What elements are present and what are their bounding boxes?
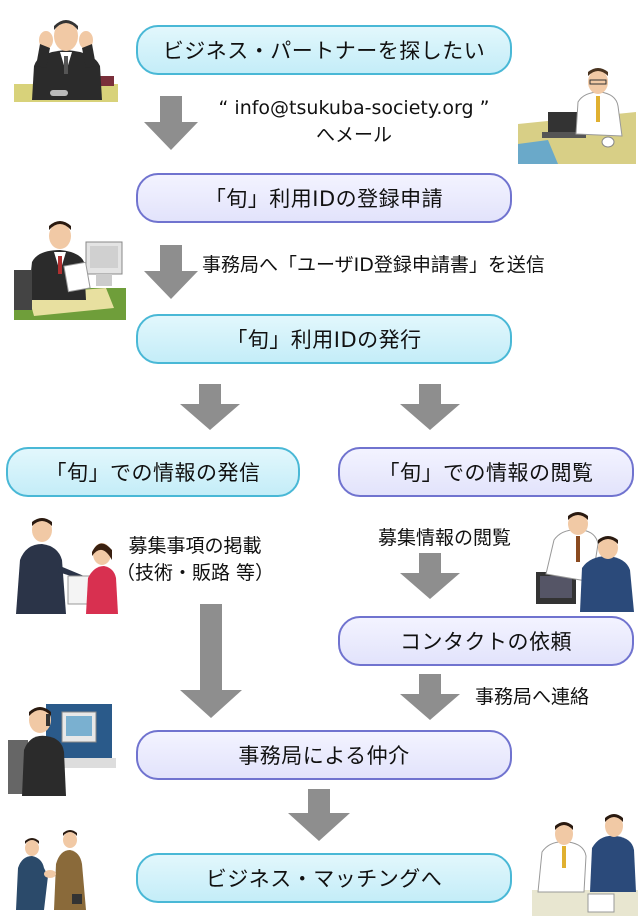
email-note: “ info@tsukuba-society.org ” へメール — [194, 95, 514, 149]
step-id-registration: 「旬」利用IDの登録申請 — [136, 173, 512, 223]
browse-note: 募集情報の閲覧 — [378, 527, 512, 549]
presentation-illustration — [16, 518, 118, 614]
post-items-note: 募集事項の掲載 （技術・販路 等） — [116, 533, 274, 587]
step-contact-request-label: コンタクトの依頼 — [400, 630, 572, 654]
step-contact-request: コンタクトの依頼 — [338, 616, 634, 666]
down-arrow-long-left — [180, 604, 242, 718]
step-business-matching: ビジネス・マッチングへ — [136, 853, 512, 903]
down-arrow-1 — [144, 96, 198, 150]
down-arrow-2 — [144, 245, 198, 299]
handshake-illustration — [16, 830, 86, 910]
meeting-illustration — [532, 814, 638, 916]
stressed-businessman-illustration — [14, 20, 118, 102]
down-arrow-right-2 — [400, 674, 460, 720]
step-browse-info: 「旬」での情報の閲覧 — [338, 447, 634, 497]
step-id-registration-label: 「旬」利用IDの登録申請 — [204, 187, 444, 211]
step-mediation: 事務局による仲介 — [136, 730, 512, 780]
post-items-line1: 募集事項の掲載 — [128, 535, 262, 557]
office-worker-illustration — [6, 700, 116, 800]
step-find-partner-label: ビジネス・パートナーを探したい — [162, 39, 486, 63]
down-arrow-4 — [288, 789, 350, 841]
step-find-partner: ビジネス・パートナーを探したい — [136, 25, 512, 75]
paperwork-businessman-illustration — [14, 221, 126, 320]
browsing-colleagues-illustration — [536, 512, 634, 612]
step-mediation-label: 事務局による仲介 — [238, 744, 410, 768]
step-post-info: 「旬」での情報の発信 — [6, 447, 300, 497]
step-browse-info-label: 「旬」での情報の閲覧 — [378, 461, 594, 485]
step-business-matching-label: ビジネス・マッチングへ — [205, 867, 443, 891]
step-post-info-label: 「旬」での情報の発信 — [45, 461, 261, 485]
down-arrow-3-right — [400, 384, 460, 430]
step-id-issue: 「旬」利用IDの発行 — [136, 314, 512, 364]
contact-office-note: 事務局へ連絡 — [475, 686, 590, 708]
step-id-issue-label: 「旬」利用IDの発行 — [226, 328, 422, 352]
send-form-note: 事務局へ「ユーザID登録申請書」を送信 — [202, 254, 545, 276]
email-instruction: へメール — [315, 124, 392, 146]
email-address: “ info@tsukuba-society.org ” — [218, 97, 490, 119]
post-items-line2: （技術・販路 等） — [116, 562, 275, 584]
down-arrow-right-1 — [400, 553, 460, 599]
laptop-businessman-illustration — [518, 68, 636, 164]
down-arrow-3-left — [180, 384, 240, 430]
